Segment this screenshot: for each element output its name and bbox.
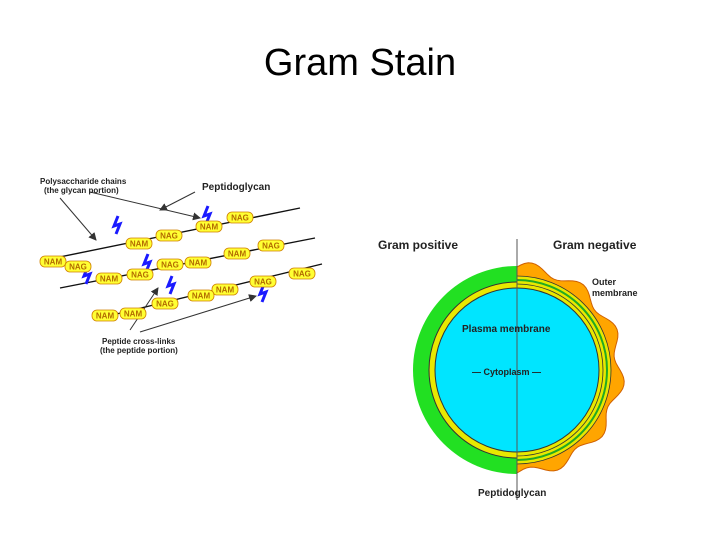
sugar-unit-nam: NAM — [119, 307, 147, 320]
peptide-label-line2: (the peptide portion) — [100, 346, 178, 355]
sugar-unit-label: NAG — [131, 271, 149, 280]
plasma-membrane-label: Plasma membrane — [462, 324, 551, 335]
sugar-unit-label: NAG — [69, 263, 87, 272]
peptide-label-line1: Peptide cross-links — [102, 337, 176, 346]
sugar-unit-nam: NAM — [125, 237, 153, 250]
sugar-unit-label: NAM — [96, 312, 115, 321]
sugar-unit-nag: NAG — [126, 268, 154, 281]
sugar-unit-label: NAG — [254, 278, 272, 287]
sugar-unit-nam: NAM — [95, 272, 123, 285]
gram-positive-label: Gram positive — [378, 238, 458, 252]
slide-title: Gram Stain — [263, 42, 457, 84]
peptidoglycan-diagram: NAG NAM NAG NAM NAG NAM NAM NAG NAG NAM NAM NAG NAG N… — [39, 177, 323, 355]
sugar-unit-nag: NAG — [257, 239, 285, 252]
cell-wall-diagram: Gram positive Gram negative Outer membra… — [378, 238, 638, 500]
sugar-unit-label: NAM — [130, 240, 149, 249]
sugar-unit-nam: NAM — [211, 283, 239, 296]
sugar-unit-nam: NAM — [187, 289, 215, 302]
peptidoglycan-diagram-title: Peptidoglycan — [202, 182, 270, 193]
sugar-unit-nag: NAG — [64, 260, 92, 273]
sugar-unit-label: NAG — [293, 270, 311, 279]
sugar-unit-nam: NAM — [184, 256, 212, 269]
glycan-label-line2: (the glycan portion) — [44, 186, 119, 195]
gram-positive-half — [413, 266, 517, 474]
gram-negative-half — [517, 262, 625, 474]
sugar-unit-nam: NAM — [39, 255, 67, 268]
sugar-unit-label: NAG — [160, 232, 178, 241]
sugar-units: NAG NAM NAG NAM NAG NAM NAM NAG NAG NAM NAM NAG NAG N… — [39, 211, 316, 322]
sugar-unit-nag: NAG — [249, 275, 277, 288]
sugar-unit-nam: NAM — [223, 247, 251, 260]
glycan-label-line1: Polysaccharide chains — [40, 177, 127, 186]
sugar-unit-label: NAM — [100, 275, 119, 284]
sugar-unit-label: NAM — [189, 259, 208, 268]
sugar-unit-nag: NAG — [226, 211, 254, 224]
sugar-unit-nag: NAG — [156, 258, 184, 271]
sugar-unit-label: NAM — [200, 223, 219, 232]
outer-membrane-label-line2: membrane — [592, 288, 638, 298]
sugar-unit-label: NAM — [192, 292, 211, 301]
sugar-unit-label: NAM — [124, 310, 143, 319]
sugar-unit-nam: NAM — [91, 309, 119, 322]
sugar-unit-nag: NAG — [151, 297, 179, 310]
gram-negative-label: Gram negative — [553, 238, 637, 252]
outer-membrane-label-line1: Outer — [592, 277, 617, 287]
peptidoglycan-label: Peptidoglycan — [478, 488, 546, 499]
sugar-unit-label: NAG — [156, 300, 174, 309]
cytoplasm-label: — Cytoplasm — — [472, 367, 541, 377]
sugar-unit-label: NAM — [228, 250, 247, 259]
sugar-unit-label: NAG — [231, 214, 249, 223]
sugar-unit-nag: NAG — [288, 267, 316, 280]
sugar-unit-label: NAG — [161, 261, 179, 270]
sugar-unit-nag: NAG — [155, 229, 183, 242]
sugar-unit-nam: NAM — [195, 220, 223, 233]
sugar-unit-label: NAG — [262, 242, 280, 251]
sugar-unit-label: NAM — [44, 258, 63, 267]
sugar-unit-label: NAM — [216, 286, 235, 295]
